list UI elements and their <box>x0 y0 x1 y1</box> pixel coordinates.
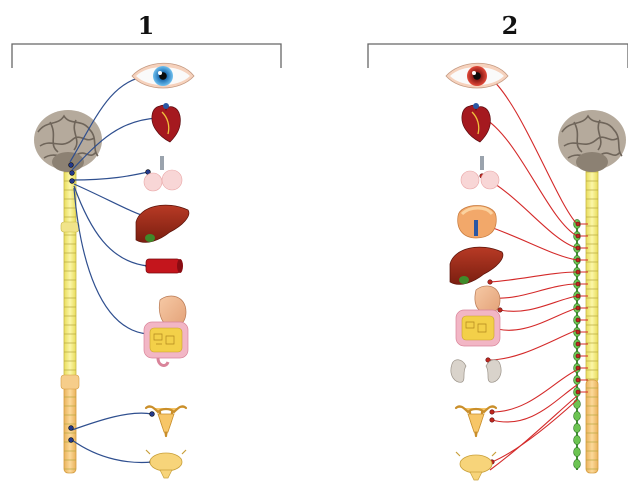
spinal-cord-2 <box>586 165 598 473</box>
synapse-dot <box>576 378 580 382</box>
eye-1 <box>132 63 194 88</box>
synapse-dot <box>576 342 580 346</box>
liver-2 <box>450 247 503 284</box>
chain-ganglion <box>574 399 581 408</box>
synapse-dot <box>576 270 580 274</box>
bladder-1 <box>146 450 186 478</box>
nerve-ending-dot <box>498 308 502 312</box>
stomach-intestines-1 <box>144 296 188 365</box>
panel-2: 2 <box>368 11 628 480</box>
stomach-intestines-2 <box>456 286 500 346</box>
synapse-dot <box>576 222 580 226</box>
nerve-ending-dot <box>488 280 492 284</box>
synapse-dot <box>576 390 580 394</box>
kidneys-2 <box>451 360 501 383</box>
synapse-dot <box>576 258 580 262</box>
synapse-dot <box>576 294 580 298</box>
synapse-dot <box>576 366 580 370</box>
brain-1 <box>34 110 102 172</box>
bladder-rectum-1 <box>146 259 183 273</box>
panel-1-label: 1 <box>138 11 155 40</box>
uterus-1 <box>146 406 186 436</box>
adrenal-2 <box>458 206 497 239</box>
chain-ganglion <box>574 435 581 444</box>
synapse-dot <box>576 282 580 286</box>
lungs-1 <box>144 156 182 191</box>
bladder-2 <box>456 452 496 480</box>
synapse-dot <box>576 234 580 238</box>
panel-1-bracket <box>12 44 281 68</box>
chain-ganglion <box>574 459 581 468</box>
synapse-dot <box>576 354 580 358</box>
panel-2-label: 2 <box>502 11 519 40</box>
eye-2 <box>446 63 508 88</box>
synapse-dot <box>576 330 580 334</box>
brain-2 <box>558 110 626 172</box>
synapse-dot <box>576 246 580 250</box>
nerve-ending-dot <box>490 410 494 414</box>
synapse-dot <box>576 318 580 322</box>
heart-1 <box>152 103 180 142</box>
panel-1: 1 <box>12 11 281 478</box>
panel-2-bracket <box>368 44 628 68</box>
chain-ganglion <box>574 423 581 432</box>
liver-1 <box>136 205 189 242</box>
nerve-ending-dot <box>490 418 494 422</box>
lungs-2 <box>461 156 499 189</box>
chain-ganglion <box>574 447 581 456</box>
chain-ganglion <box>574 411 581 420</box>
synapse-dot <box>576 306 580 310</box>
heart-2 <box>462 103 490 142</box>
